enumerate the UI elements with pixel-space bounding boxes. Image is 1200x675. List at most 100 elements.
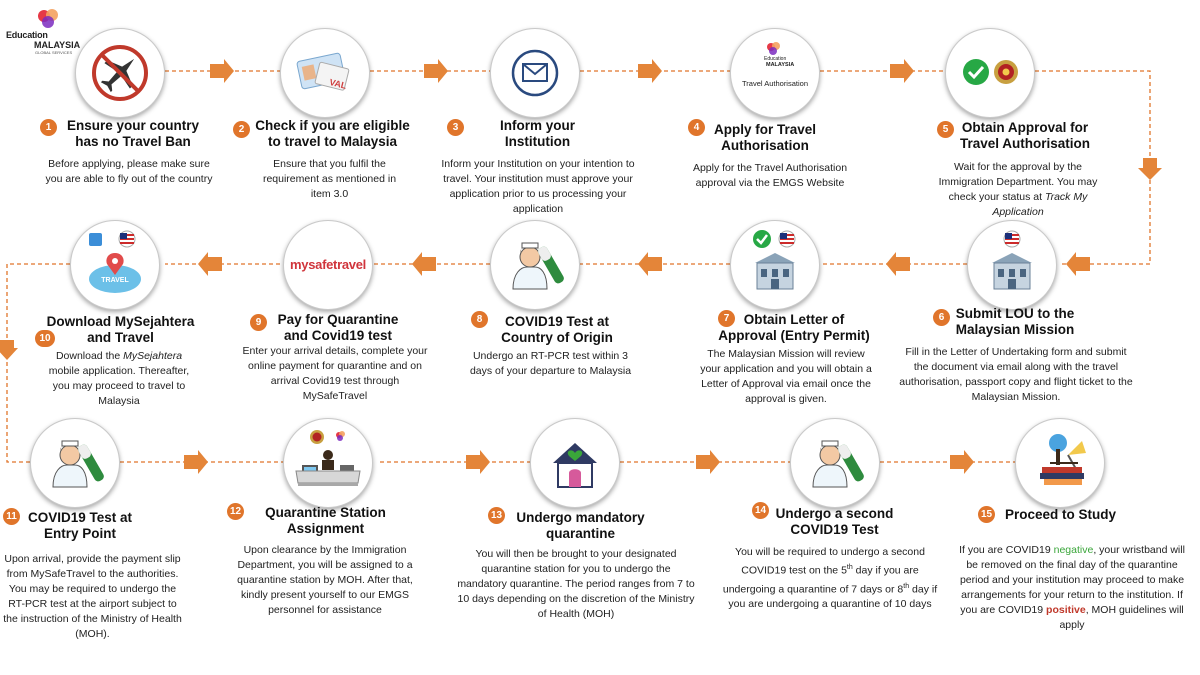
step-14-title: Undergo a second COVID19 Test <box>772 506 897 538</box>
step-4-description: Apply for the Travel Authorisation appro… <box>692 162 848 189</box>
step-8-icon-circle <box>490 220 580 310</box>
step-14-sup-2: th <box>903 582 910 590</box>
step-5-desc-text: Wait for the approval by the Immigration… <box>938 161 1098 203</box>
step-9-title-line1: Pay for Quarantine <box>277 312 399 327</box>
step-9-icon-circle: mysafetravel <box>283 220 373 310</box>
travel-authorisation-icon: Education MALAYSIA <box>764 42 794 68</box>
study-books-icon <box>1040 434 1086 485</box>
svg-text:VAL: VAL <box>328 77 348 91</box>
step-13-title-line2: quarantine <box>545 526 615 541</box>
step-3-title-line1: Inform your <box>499 118 575 133</box>
step-15-title-line1: Proceed to Study <box>1004 507 1117 522</box>
step-3-number: 3 <box>447 119 464 136</box>
logo-text-global: GLOBAL SERVICES <box>35 50 73 55</box>
step-6-title: Submit LOU to the Malaysian Mission <box>945 306 1085 338</box>
education-malaysia-logo: Education MALAYSIA GLOBAL SERVICES <box>6 6 80 55</box>
mysejahtera-text: MySejahtera <box>123 350 183 362</box>
embassy-icon <box>992 230 1032 290</box>
travel-map-label: TRAVEL <box>101 277 129 284</box>
step-15-desc-b: , your wristband will be removed on the … <box>959 544 1185 616</box>
step-2-number: 2 <box>233 121 250 138</box>
step-8-description: Undergo an RT-PCR test within 3 days of … <box>469 350 632 377</box>
step-4-title-line2: Authorisation <box>721 138 809 153</box>
step-10-title: Download MySejahtera and Travel <box>38 314 203 346</box>
step-9-title: Pay for Quarantine and Covid19 test <box>262 312 414 344</box>
step-15-number: 15 <box>978 506 995 523</box>
step-11-icon-circle <box>30 418 120 508</box>
step-1-title-line1: Ensure your country <box>66 118 200 133</box>
embassy-approved-icon <box>753 230 796 290</box>
step-7-description: The Malaysian Mission will review your a… <box>700 348 872 405</box>
logo-text-education: Education <box>6 30 48 40</box>
step-1-description: Before applying, please make sure you ar… <box>45 158 213 185</box>
step-3-description: Inform your Institution on your intentio… <box>441 158 635 215</box>
negative-text: negative <box>1053 544 1094 556</box>
step-14-desc-b: day if you are undergoing a quarantine o… <box>722 564 919 596</box>
step-13-number: 13 <box>488 507 505 524</box>
step-2-description: Ensure that you fulfil the requirement a… <box>262 158 397 200</box>
step-10-description: Download the MySejahtera mobile applicat… <box>40 349 198 409</box>
reception-desk-icon <box>295 430 361 486</box>
step-9-title-line2: and Covid19 test <box>283 328 393 343</box>
step-15-desc-a: If you are COVID19 <box>959 544 1054 556</box>
logo-mark-icon <box>38 9 58 28</box>
envelope-icon <box>511 49 559 97</box>
nurse-test-icon <box>52 440 104 488</box>
step-2-title: Check if you are eligible to travel to M… <box>250 118 415 150</box>
step-10-icon-circle: TRAVEL <box>70 220 160 310</box>
step-3-title-line2: Institution <box>504 134 571 149</box>
step-3-title: Inform your Institution <box>480 118 595 150</box>
step-12-title: Quarantine Station Assignment <box>253 505 398 537</box>
step-10-desc-b: mobile application. Thereafter, you may … <box>48 365 190 407</box>
step-8-title-line2: Country of Origin <box>501 330 613 345</box>
step-6-title-line2: Malaysian Mission <box>955 322 1075 337</box>
step-9-description: Enter your arrival details, complete you… <box>242 345 428 402</box>
nurse-test-icon <box>812 440 864 488</box>
positive-text: positive <box>1046 604 1086 616</box>
step-13-title-line1: Undergo mandatory <box>516 510 645 525</box>
step-14-title-line2: COVID19 Test <box>790 522 879 537</box>
step-12-title-line1: Quarantine Station <box>265 505 386 520</box>
step-15-desc-c: , MOH guidelines will apply <box>1059 604 1184 631</box>
step-4-icon-circle: Education MALAYSIA Travel Authorisation <box>730 28 820 118</box>
logo-text-malaysia: MALAYSIA <box>34 40 81 50</box>
step-10-title-line1: Download MySejahtera <box>46 314 195 329</box>
svg-text:Education: Education <box>764 56 786 62</box>
step-5-title-line1: Obtain Approval for <box>961 120 1089 135</box>
step-5-description: Wait for the approval by the Immigration… <box>935 160 1101 220</box>
home-quarantine-icon <box>553 443 597 488</box>
step-15-description: If you are COVID19 negative, your wristb… <box>953 543 1191 633</box>
step-13-title: Undergo mandatory quarantine <box>508 510 653 542</box>
step-5-number: 5 <box>937 121 954 138</box>
step-8-number: 8 <box>471 311 488 328</box>
step-3-icon-circle <box>490 28 580 118</box>
step-7-title-line1: Obtain Letter of <box>743 312 845 327</box>
mysafetravel-logo: mysafetravel <box>290 257 366 272</box>
step-4-title: Apply for Travel Authorisation <box>706 122 824 154</box>
step-14-sup-1: th <box>846 564 853 571</box>
step-14-desc-c: day if you are undergoing a quarantine o… <box>728 583 938 610</box>
step-10-desc-a: Download the <box>55 350 124 362</box>
step-13-description: You will then be brought to your designa… <box>457 548 695 620</box>
step-7-icon-circle <box>730 220 820 310</box>
step-5-icon-circle <box>945 28 1035 118</box>
step-1-number: 1 <box>40 119 57 136</box>
step-13-icon-circle <box>530 418 620 508</box>
step-1-title-line2: has no Travel Ban <box>75 134 191 149</box>
step-6-title-line1: Submit LOU to the <box>955 306 1075 321</box>
step-8-title-line1: COVID19 Test at <box>504 314 610 329</box>
step-11-title: COVID19 Test at Entry Point <box>20 510 140 542</box>
step-7-title-line2: Approval (Entry Permit) <box>718 328 870 343</box>
step-11-number: 11 <box>3 508 20 525</box>
step-11-title-line2: Entry Point <box>43 526 116 541</box>
svg-text:MALAYSIA: MALAYSIA <box>766 62 794 68</box>
step-7-number: 7 <box>718 310 735 327</box>
step-11-title-line1: COVID19 Test at <box>27 510 133 525</box>
step-8-title: COVID19 Test at Country of Origin <box>495 314 619 346</box>
step-1-icon-circle <box>75 28 165 118</box>
no-flight-icon <box>92 45 148 101</box>
step-14-desc-a: You will be required to undergo a second… <box>735 546 925 577</box>
step-2-title-line2: to travel to Malaysia <box>267 134 398 149</box>
step-12-icon-circle <box>283 418 373 508</box>
